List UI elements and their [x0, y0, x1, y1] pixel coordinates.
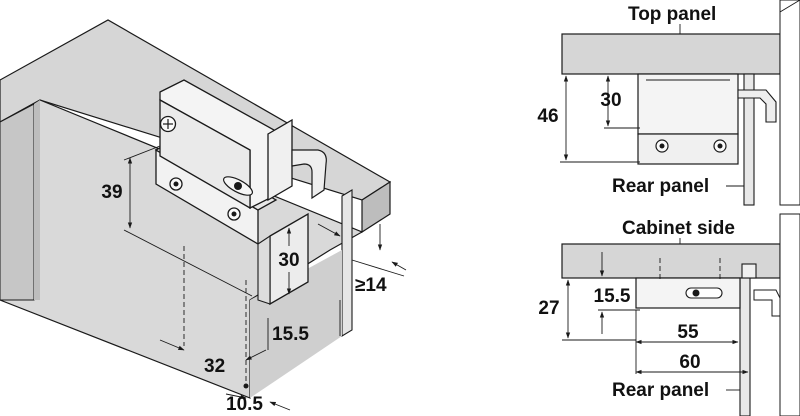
dim-15-5-arrow — [317, 223, 341, 237]
dim-30-label: 30 — [278, 250, 299, 271]
side-dim-15-5-label: 15.5 — [594, 286, 631, 307]
dim-32-arrow-left — [159, 339, 185, 351]
top-bracket-body — [637, 73, 739, 135]
adjuster-slot-icon — [692, 289, 700, 297]
lower-shadow — [250, 250, 342, 398]
dim-15-5-label: 15.5 — [272, 324, 309, 345]
cabinet-side-label: Cabinet side — [622, 218, 735, 239]
top-hole-icon — [717, 143, 723, 149]
side-dim-60-label: 60 — [679, 352, 700, 373]
dim-10-5-arrow-left — [225, 393, 247, 400]
side-right-wall — [779, 213, 800, 416]
top-hook — [737, 89, 777, 123]
mounting-hole-icon — [173, 181, 179, 187]
dim-39-ext-top — [123, 145, 161, 161]
dim-14-ext — [351, 259, 405, 277]
isometric-view: 39 30 ≥14 15.5 32 10.5 — [0, 19, 407, 415]
mounting-hole-icon — [231, 211, 237, 217]
adjuster-slot-icon — [685, 287, 723, 299]
bracket-tab — [267, 118, 293, 202]
top-rear-panel-label: Rear panel — [612, 176, 709, 197]
side-bracket-tab — [741, 263, 757, 279]
side-rear-panel-label: Rear panel — [612, 380, 709, 401]
dim-39-ext-bottom — [123, 229, 253, 297]
right-wall-hatch — [779, 0, 800, 13]
screw-icon — [159, 115, 177, 133]
side-hook — [753, 289, 781, 317]
dim-14-arrow-right — [391, 261, 407, 271]
side-view: Cabinet side 27 15.5 55 60 — [538, 213, 800, 416]
top-view: Top panel 46 30 Rear panel — [537, 0, 800, 206]
dim-32-label: 32 — [204, 356, 225, 377]
rear-panel-side — [739, 277, 751, 416]
adjuster-icon — [222, 176, 254, 196]
top-hole-icon — [659, 143, 665, 149]
side-dim-55-label: 55 — [677, 322, 699, 343]
bracket-lower-plate-edge — [257, 234, 271, 305]
dim-39-label: 39 — [101, 182, 122, 203]
rear-panel-strip — [341, 189, 353, 337]
top-dim-30-label: 30 — [600, 90, 621, 111]
right-wall — [779, 0, 800, 206]
dim-32-arrow-right — [245, 349, 267, 361]
dim-10-5-label: 10.5 — [226, 394, 263, 415]
side-panel-inner — [34, 100, 40, 300]
dim-10-5-dot — [243, 383, 249, 389]
top-panel-label: Top panel — [628, 4, 716, 25]
top-panel-front-edge — [361, 180, 391, 234]
top-dim-46-label: 46 — [537, 106, 558, 127]
side-panel-edge — [0, 103, 35, 301]
dim-10-5-arrow-right — [269, 401, 291, 411]
dim-14-label: ≥14 — [355, 275, 387, 296]
rear-panel-top — [743, 73, 755, 206]
bracket-hook — [291, 149, 327, 200]
top-panel — [561, 33, 781, 75]
side-dim-27-label: 27 — [538, 298, 559, 319]
